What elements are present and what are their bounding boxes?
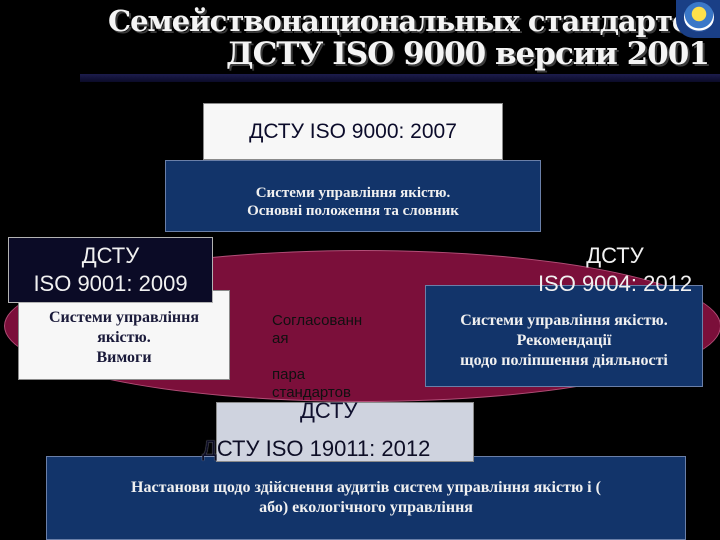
iso19011-code-line-1: ДСТУ <box>300 398 358 423</box>
iso9001-code-line-2: ISO 9001: 2009 <box>33 271 188 296</box>
iso19011-code-line-2: ДСТУ ISO 19011: 2012 <box>202 436 431 461</box>
iso9001-code-box: ДСТУ ISO 9001: 2009 <box>8 237 213 303</box>
pair-text-line-2: ая <box>272 330 289 347</box>
iso9001-desc-line-1: Системи управління <box>48 309 199 326</box>
iso9000-code: ДСТУ ISO 9000: 2007 <box>249 119 457 143</box>
iso19011-desc-line-1: Настанови щодо здійснення аудитів систем… <box>131 479 601 496</box>
iso9000-desc-line-1: Системи управління якістю. <box>255 185 451 201</box>
iso9001-description-box: Системи управління якістю. Вимоги <box>18 290 230 380</box>
pair-text-line-1: Согласованн <box>272 312 363 329</box>
iso9004-desc-line-1: Системи управління якістю. <box>460 312 668 329</box>
iso9000-description-box: Системи управління якістю. Основні полож… <box>165 160 541 232</box>
iso9004-code-line-1: ДСТУ <box>586 243 644 268</box>
iso9004-code-line-2: ISO 9004: 2012 <box>537 271 693 296</box>
slide-title-line-1: Семействонациональных стандартов <box>108 4 710 38</box>
emblem-icon <box>676 0 720 38</box>
iso9000-desc-line-2: Основні положення та словник <box>247 203 459 219</box>
iso19011-desc-line-2: або) екологічного управління <box>259 499 473 516</box>
slide-title-line-2: ДСТУ ISO 9000 версии 2001 <box>226 36 710 72</box>
iso9004-description-box: Системи управління якістю. Рекомендації … <box>425 285 703 387</box>
iso9004-desc-line-2: Рекомендації <box>516 332 612 349</box>
iso9004-desc-line-3: щодо поліпшення діяльності <box>460 352 668 369</box>
pair-text-line-3: пара <box>272 366 306 383</box>
iso9004-code-box: ДСТУ ISO 9004: 2012 <box>515 237 715 303</box>
iso19011-code-box <box>216 402 474 462</box>
iso9001-code-line-1: ДСТУ <box>81 243 140 268</box>
iso19011-description-box: Настанови щодо здійснення аудитів систем… <box>46 456 686 540</box>
title-underline <box>80 74 720 82</box>
iso9001-desc-line-2: якістю. <box>97 329 151 346</box>
iso9000-code-box: ДСТУ ISO 9000: 2007 <box>203 103 503 160</box>
pair-text-line-4: стандартов <box>272 384 351 401</box>
iso9001-desc-line-3: Вимоги <box>96 349 152 366</box>
